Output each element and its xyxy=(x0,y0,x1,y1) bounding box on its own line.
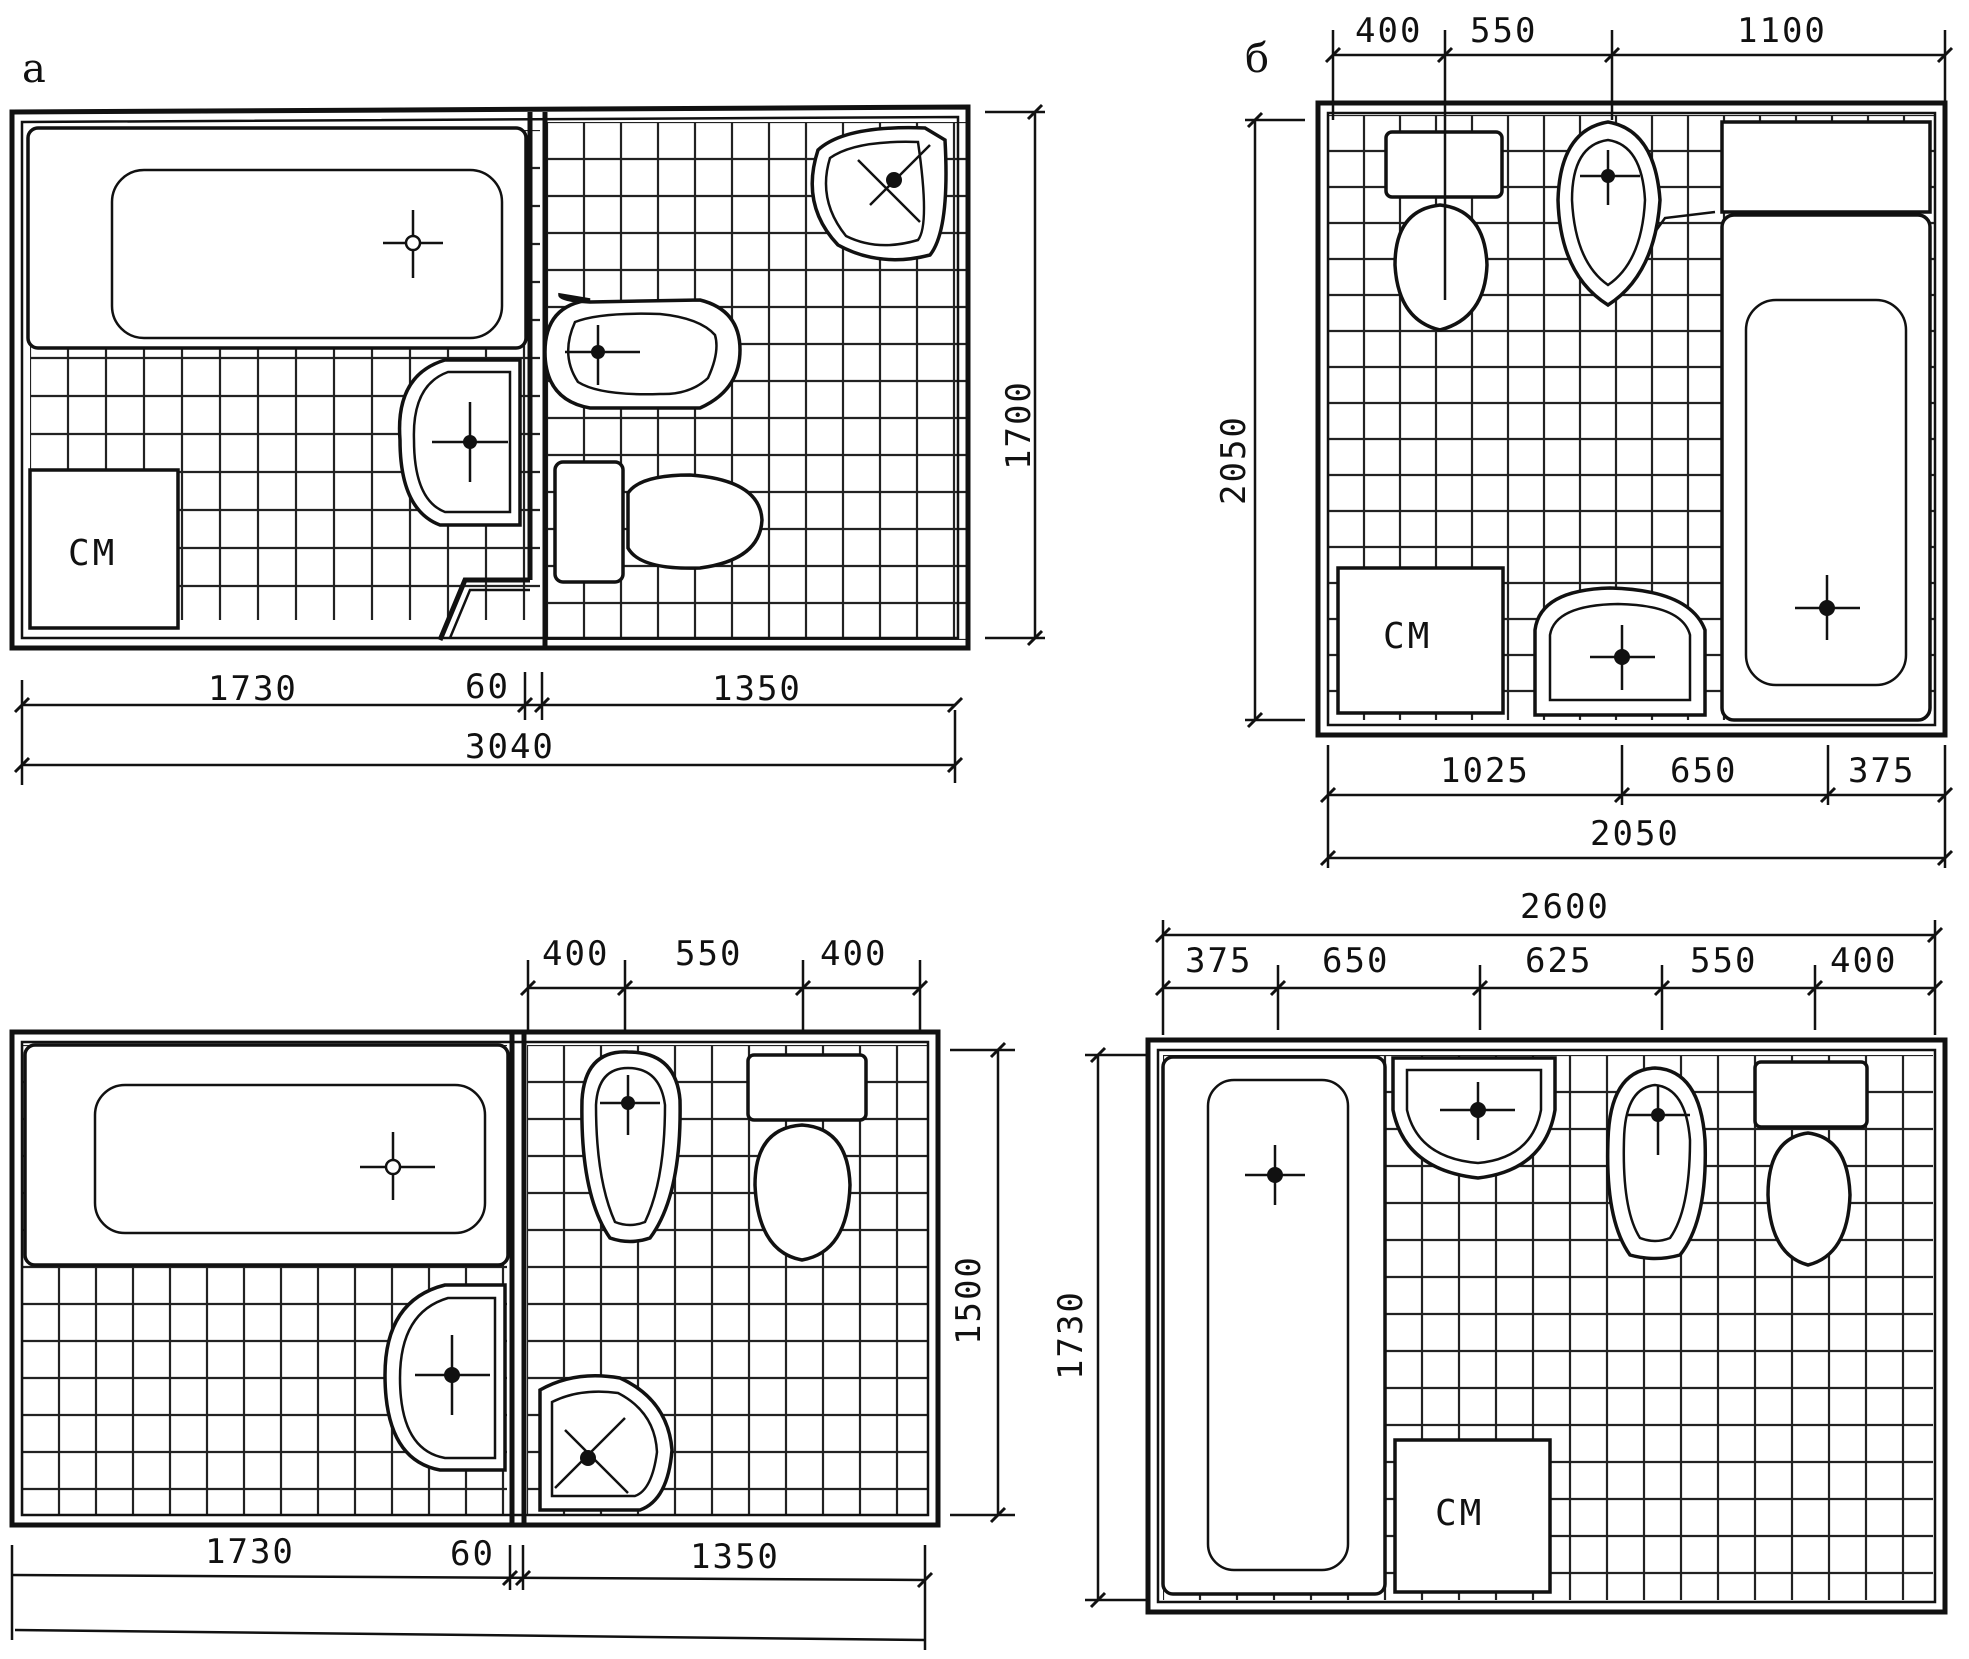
panel-c-dim-height: 1500 xyxy=(949,1255,989,1345)
panel-a-label: а xyxy=(22,46,46,92)
panel-b-dim-total: 2050 xyxy=(1590,814,1680,854)
panel-a-cm-label: CM xyxy=(68,533,117,574)
panel-a-bathtub xyxy=(26,126,528,350)
panel-c-bidet xyxy=(580,1050,682,1244)
panel-c-dim-top1: 400 xyxy=(542,934,609,974)
panel-a: а CM xyxy=(9,46,1045,785)
panel-d: CM 2600 375 650 625 550 400 xyxy=(1051,887,1948,1615)
panel-a-dim-left: 1730 xyxy=(208,669,298,709)
panel-d-dim-height: 1730 xyxy=(1051,1290,1091,1380)
panel-c-outer-wall xyxy=(9,1029,941,1528)
panel-d-outer-wall xyxy=(1145,1037,1948,1615)
panel-a-washbasin xyxy=(397,358,522,527)
panel-d-dim-s5: 400 xyxy=(1830,941,1897,981)
panel-a-corner-sink xyxy=(810,125,948,262)
panel-d-cm-label: CM xyxy=(1435,1493,1484,1534)
panel-b-dim-top2: 550 xyxy=(1470,11,1537,51)
panel-c-dim-left: 1730 xyxy=(205,1532,295,1572)
panel-b-dim-top1: 400 xyxy=(1355,11,1422,51)
panel-d-dim-s4: 550 xyxy=(1690,941,1757,981)
panel-d-bathtub xyxy=(1161,1055,1387,1596)
panel-a-toilet xyxy=(553,460,764,584)
panel-b-bathtub xyxy=(1720,213,1932,722)
panel-b-washing-machine: CM xyxy=(1336,566,1505,715)
panel-b-shelf xyxy=(1720,120,1932,214)
panel-b-washbasin xyxy=(1533,586,1707,717)
panel-d-dim-total: 2600 xyxy=(1520,887,1610,927)
panel-c-dim-top2: 550 xyxy=(675,934,742,974)
panel-b-dim-top3: 1100 xyxy=(1737,11,1827,51)
panel-c-dimensions: 400 550 400 1730 60 1350 1500 xyxy=(10,934,1015,1650)
panel-a-dimensions: 1730 60 1350 3040 1700 xyxy=(13,103,1045,785)
panel-d-dimensions: 2600 375 650 625 550 400 1730 xyxy=(1051,887,1944,1609)
panel-a-bidet xyxy=(543,292,742,410)
panel-b-dim-bot1: 1025 xyxy=(1440,751,1530,791)
panel-d-dim-s1: 375 xyxy=(1185,941,1252,981)
panel-a-dim-total: 3040 xyxy=(465,727,555,767)
panel-c-toilet xyxy=(746,1053,868,1262)
panel-b-dim-bot3: 375 xyxy=(1848,751,1915,791)
panel-c: 400 550 400 1730 60 1350 1500 xyxy=(9,934,1015,1650)
panel-c-corner-sink xyxy=(538,1373,674,1512)
panel-b: б CM xyxy=(1214,11,1954,868)
panel-d-bidet xyxy=(1605,1066,1708,1261)
panel-d-toilet xyxy=(1753,1060,1869,1267)
panel-c-washbasin xyxy=(383,1283,507,1472)
panel-b-dimensions: 400 550 1100 1025 650 375 2050 2050 xyxy=(1214,11,1954,868)
panel-b-bidet xyxy=(1556,120,1662,308)
panel-d-washbasin xyxy=(1391,1056,1557,1180)
panel-d-dim-s3: 625 xyxy=(1525,941,1592,981)
panel-b-cm-label: CM xyxy=(1383,616,1432,657)
panel-d-dim-s2: 650 xyxy=(1322,941,1389,981)
panel-b-outer-wall xyxy=(1315,100,1948,738)
panel-a-dim-height: 1700 xyxy=(999,380,1039,470)
panel-a-washing-machine: CM xyxy=(28,468,180,630)
panel-a-outer-wall xyxy=(9,104,971,651)
panel-c-bathtub xyxy=(23,1043,510,1267)
panel-a-dim-gap: 60 xyxy=(465,667,510,707)
panel-c-dim-gap: 60 xyxy=(450,1534,495,1574)
panel-c-dim-right: 1350 xyxy=(690,1537,780,1577)
panel-c-dim-top3: 400 xyxy=(820,934,887,974)
panel-b-label: б xyxy=(1245,36,1269,82)
panel-a-dim-right: 1350 xyxy=(712,669,802,709)
panel-b-dim-bot2: 650 xyxy=(1670,751,1737,791)
panel-b-dim-height: 2050 xyxy=(1214,415,1254,505)
panel-d-washing-machine: CM xyxy=(1393,1438,1552,1594)
